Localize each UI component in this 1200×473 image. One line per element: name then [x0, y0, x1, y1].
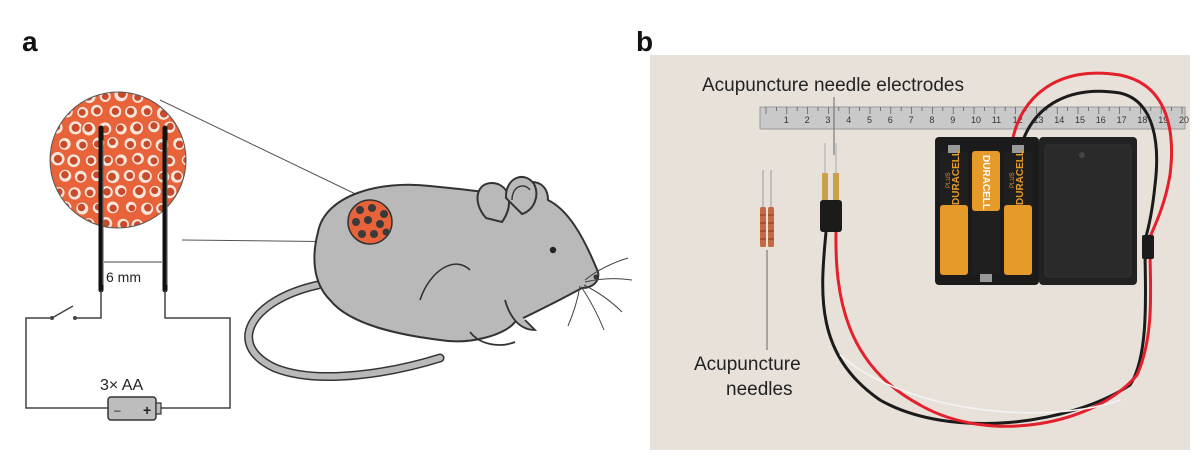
rat-hind-paw	[469, 331, 516, 346]
needles-label-line1: Acupuncture	[694, 354, 801, 375]
wire-black-top	[1020, 89, 1159, 241]
loose-needles	[760, 170, 774, 247]
battery-plus: +	[143, 402, 151, 418]
battery-sub-1: PLUS	[946, 172, 952, 188]
ruler-mark-label: 5	[867, 115, 872, 125]
ruler-mark-label: 2	[805, 115, 810, 125]
wire-black	[821, 231, 1148, 426]
panel-letter-b: b	[636, 26, 654, 57]
battery-cell-3	[1004, 145, 1032, 275]
wire-connector	[1142, 235, 1154, 259]
ruler-mark-label: 10	[971, 115, 981, 125]
gap-label: 6 mm	[106, 269, 141, 285]
ruler-mark-label: 3	[825, 115, 830, 125]
rat-ear-back	[476, 182, 510, 224]
switch-contact	[73, 316, 77, 320]
electrode-needles	[820, 143, 842, 232]
rat-nose	[593, 274, 599, 280]
ruler-mark-label: 16	[1096, 115, 1106, 125]
ruler-mark-label: 14	[1054, 115, 1064, 125]
ruler-mark-label: 15	[1075, 115, 1085, 125]
ruler-mark-label: 17	[1117, 115, 1127, 125]
rat-front-leg	[504, 299, 538, 331]
battery-brand-1: DURACELL	[951, 150, 962, 205]
ruler-mark-label: 4	[846, 115, 851, 125]
rat-tissue-spot	[347, 199, 393, 245]
ruler-mark-label: 6	[888, 115, 893, 125]
ruler-mark-label: 7	[909, 115, 914, 125]
panel-letter-a: a	[22, 26, 38, 57]
ruler-mark-label: 1	[784, 115, 789, 125]
panel-a-diagram: 6 mm – + 3× AA	[25, 91, 633, 421]
rat-eye	[549, 246, 557, 254]
tissue-cross-section	[49, 91, 187, 229]
wire-red-top	[1010, 71, 1174, 238]
needles-label-line2: needles	[726, 379, 793, 400]
battery-box: DURACELL DURACELL DURACELL PLUS PLUS	[935, 137, 1137, 285]
rat-tail	[245, 282, 443, 380]
electrodes-label: Acupuncture needle electrodes	[702, 75, 964, 96]
ruler-mark-label: 18	[1137, 115, 1147, 125]
battery-symbol: – +	[107, 396, 162, 421]
battery-cell-2	[972, 151, 1000, 282]
ruler-mark-label: 9	[950, 115, 955, 125]
circuit-wires	[25, 290, 231, 409]
battery-minus: –	[114, 403, 121, 417]
ruler-mark-label: 13	[1033, 115, 1043, 125]
wire-white	[839, 354, 1121, 414]
battery-brand-3: DURACELL	[1015, 150, 1026, 205]
wire-red	[834, 231, 1153, 428]
rat-whiskers	[567, 257, 633, 331]
battery-cell-1	[940, 145, 968, 275]
battery-sub-3: PLUS	[1010, 172, 1016, 188]
ruler-mark-label: 19	[1158, 115, 1168, 125]
battery-label: 3× AA	[100, 377, 143, 394]
ruler-mark-label: 11	[992, 115, 1001, 125]
battery-brand-2: DURACELL	[980, 155, 991, 210]
ruler-mark-label: 20	[1179, 115, 1189, 125]
ruler-mark-label: 8	[929, 115, 934, 125]
switch-contact	[50, 316, 54, 320]
rat-ear-front	[504, 176, 538, 216]
rat-haunch-line	[419, 263, 471, 301]
zoom-line-top	[159, 99, 369, 201]
